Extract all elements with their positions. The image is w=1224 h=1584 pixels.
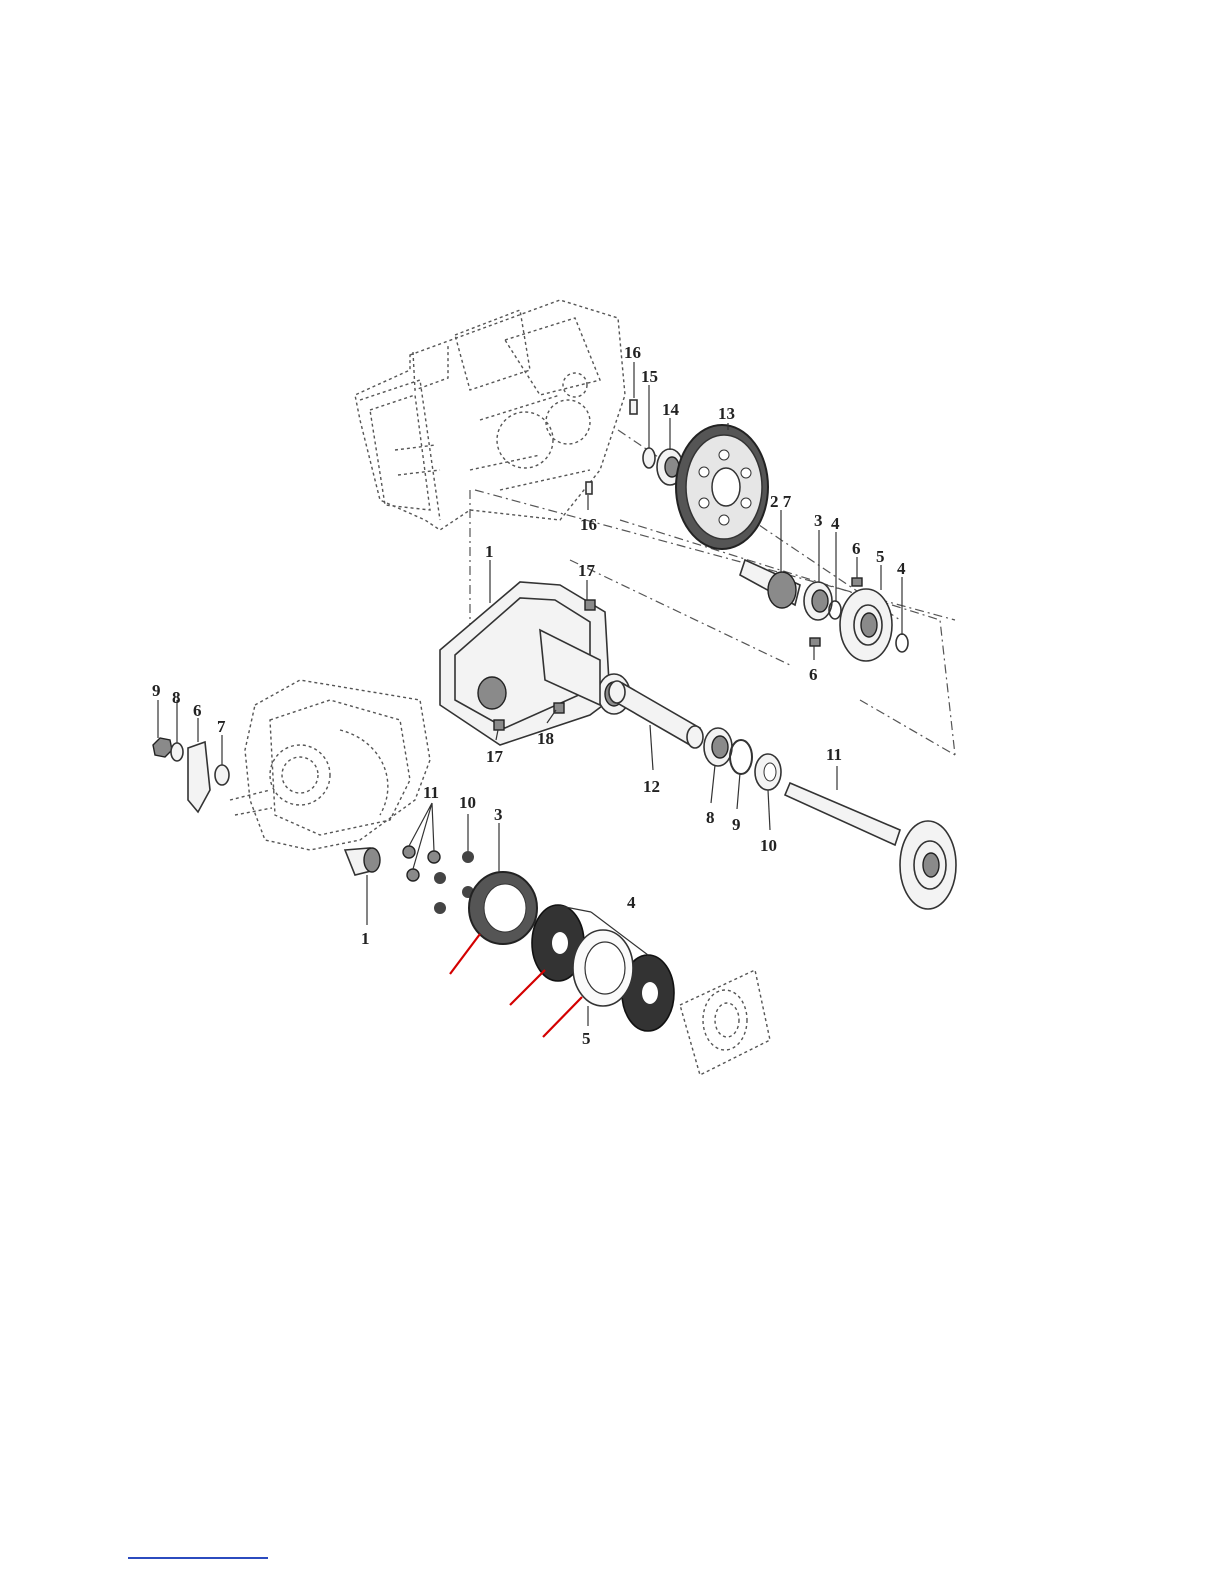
bearing-3-upper bbox=[804, 582, 832, 620]
pin-16-upper bbox=[630, 400, 637, 414]
separator-plate-5 bbox=[573, 930, 633, 1006]
cam-shaft-1 bbox=[345, 848, 380, 875]
label-12: 12 bbox=[643, 777, 660, 796]
label-6-upper-b: 6 bbox=[809, 665, 818, 684]
circlip-15 bbox=[643, 448, 655, 468]
label-8-lower: 8 bbox=[172, 688, 181, 707]
pin-16-lower bbox=[586, 482, 592, 494]
brake-case bbox=[230, 680, 430, 850]
balls-10 bbox=[434, 851, 474, 914]
label-4-upper-b: 4 bbox=[897, 559, 906, 578]
washer-8 bbox=[171, 743, 183, 761]
tube-12 bbox=[609, 681, 703, 748]
bolt-17-upper bbox=[585, 600, 595, 610]
gear-13 bbox=[676, 425, 768, 549]
label-1-lower: 1 bbox=[361, 929, 370, 948]
label-15: 15 bbox=[641, 367, 658, 386]
label-10-upper: 10 bbox=[760, 836, 777, 855]
bearing-8 bbox=[704, 728, 732, 766]
brake-cover-plate bbox=[680, 970, 770, 1075]
label-27: 2 7 bbox=[770, 492, 792, 511]
label-18: 18 bbox=[537, 729, 554, 748]
label-17-upper: 17 bbox=[578, 561, 596, 580]
actuator-plate-3 bbox=[469, 872, 537, 944]
label-10-lower: 10 bbox=[459, 793, 476, 812]
label-16-upper: 16 bbox=[624, 343, 641, 362]
label-5-lower: 5 bbox=[582, 1029, 591, 1048]
highlight-line-plate-5 bbox=[543, 997, 582, 1037]
label-8-upper: 8 bbox=[706, 808, 715, 827]
circlip-4-b bbox=[896, 634, 908, 652]
bolt-6-a bbox=[852, 578, 862, 586]
label-14: 14 bbox=[662, 400, 680, 419]
page-footer-rule bbox=[128, 1557, 268, 1559]
label-11-lower: 11 bbox=[423, 783, 439, 802]
highlight-line-plate-3 bbox=[450, 934, 480, 974]
label-4-lower: 4 bbox=[627, 893, 636, 912]
bolt-17-lower bbox=[494, 720, 504, 730]
circlip-9 bbox=[730, 740, 752, 774]
label-9-upper: 9 bbox=[732, 815, 741, 834]
nut-9 bbox=[153, 738, 172, 757]
label-3-upper: 3 bbox=[814, 511, 823, 530]
bolt-6-b bbox=[810, 638, 820, 646]
lever-6 bbox=[188, 742, 210, 812]
label-1-upper: 1 bbox=[485, 542, 494, 561]
label-6-lower: 6 bbox=[193, 701, 202, 720]
label-3-lower: 3 bbox=[494, 805, 503, 824]
final-drive-housing-1 bbox=[440, 582, 630, 745]
label-13: 13 bbox=[718, 404, 735, 423]
label-9-lower: 9 bbox=[152, 681, 161, 700]
label-6-upper-a: 6 bbox=[852, 539, 861, 558]
washer-10-upper bbox=[755, 754, 781, 790]
transmission-case bbox=[355, 300, 625, 530]
seal-7 bbox=[215, 765, 229, 785]
label-16-lower: 16 bbox=[580, 515, 597, 534]
label-7-lower: 7 bbox=[217, 717, 226, 736]
label-17-lower: 17 bbox=[486, 747, 504, 766]
label-4-upper-a: 4 bbox=[831, 514, 840, 533]
flange-5 bbox=[840, 589, 892, 661]
label-11-upper: 11 bbox=[826, 745, 842, 764]
label-5-upper: 5 bbox=[876, 547, 885, 566]
axle-11 bbox=[785, 783, 956, 909]
highlight-line-disc-4 bbox=[510, 970, 545, 1005]
